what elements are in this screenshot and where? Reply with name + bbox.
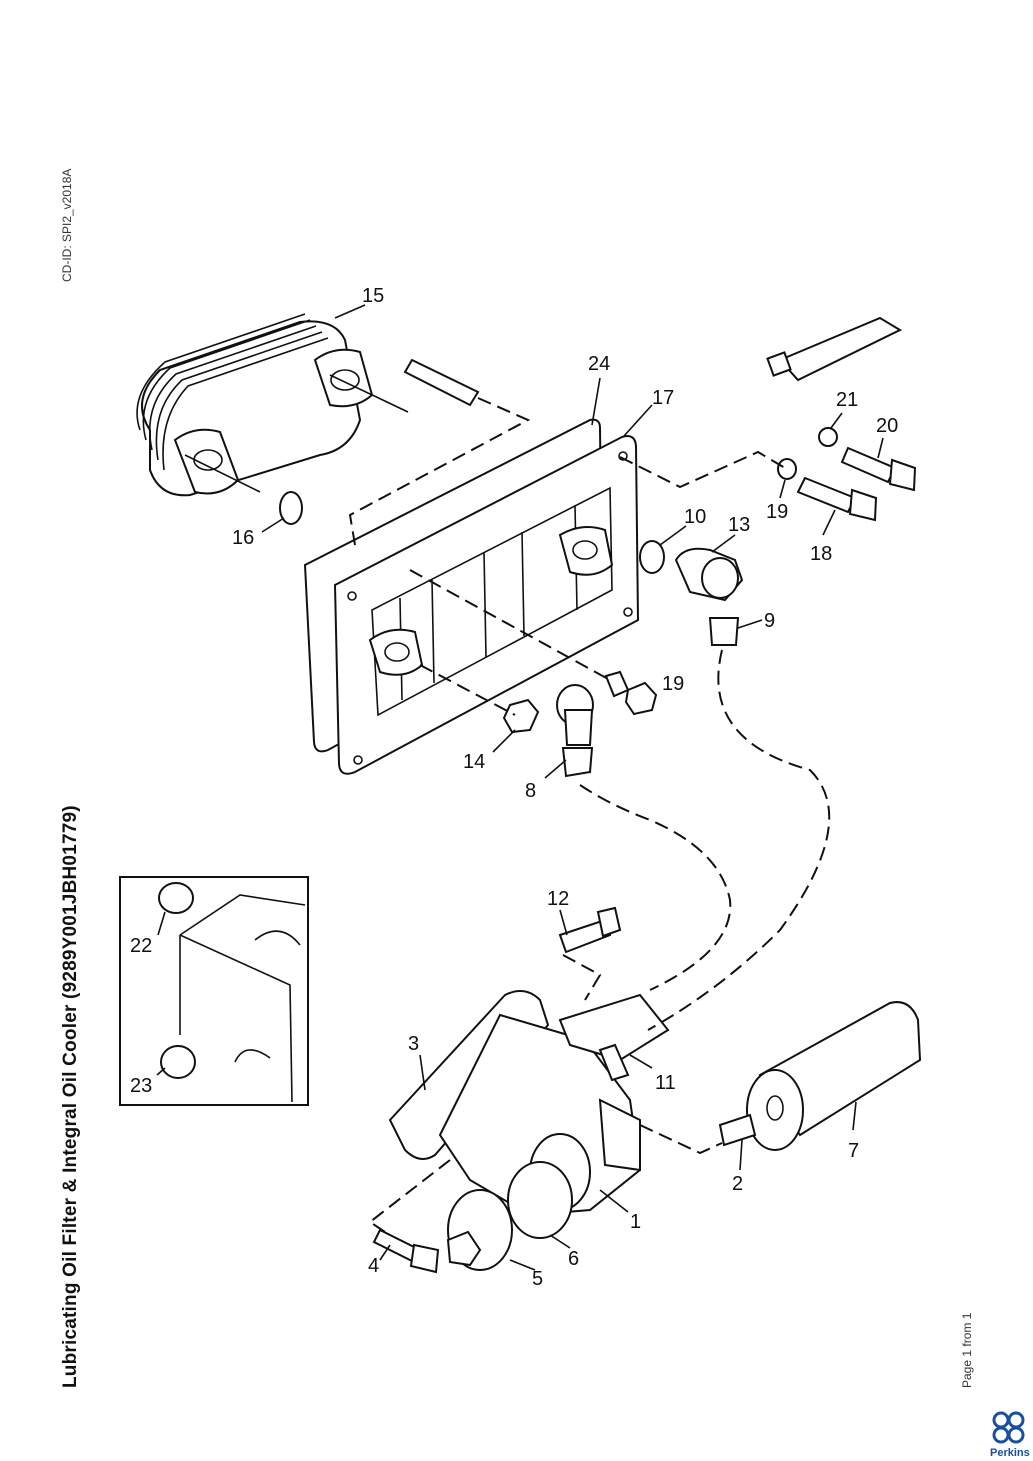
callout-16: 16: [232, 527, 254, 549]
valve-cap: [446, 1230, 482, 1267]
seal-10: [639, 540, 665, 574]
assembly-lines: [348, 397, 831, 1233]
callout-10: 10: [684, 506, 706, 528]
callout-19b: 19: [662, 673, 684, 695]
nut-14: [502, 698, 540, 734]
adaptor-11: [558, 993, 670, 1082]
callout-21: 21: [836, 389, 858, 411]
callout-1: 1: [630, 1211, 641, 1233]
callout-9: 9: [764, 610, 775, 632]
callout-8: 8: [525, 780, 536, 802]
inset-box: [119, 876, 309, 1106]
bolt-20: [840, 446, 917, 492]
callout-4: 4: [368, 1255, 379, 1277]
elbow-8: [556, 684, 594, 778]
callout-19a: 19: [766, 501, 788, 523]
callout-23: 23: [130, 1075, 152, 1097]
callout-14: 14: [463, 751, 485, 773]
washer-19: [777, 458, 797, 480]
sealant-tube: [766, 316, 903, 382]
callout-22: 22: [130, 935, 152, 957]
stud: [403, 358, 480, 407]
callout-3: 3: [408, 1033, 419, 1055]
connector: [604, 670, 630, 698]
bolt-4: [372, 1228, 440, 1274]
callout-15: 15: [362, 285, 384, 307]
nut-19: [624, 681, 658, 716]
oil-filter-canister-7: [746, 1001, 922, 1151]
callout-7: 7: [848, 1140, 859, 1162]
callout-24: 24: [588, 353, 610, 375]
filter-adapter-2: [718, 1113, 757, 1147]
bolt-18: [796, 476, 878, 522]
logo-text: Perkins: [990, 1447, 1030, 1459]
cooler-cover-plate-17: [333, 435, 640, 775]
callout-18: 18: [810, 543, 832, 565]
o-ring-16: [279, 491, 303, 525]
washer-21: [818, 427, 838, 447]
callout-20: 20: [876, 415, 898, 437]
callout-17: 17: [652, 387, 674, 409]
perkins-logo: Perkins: [990, 1411, 1030, 1459]
leader-lines: [156, 304, 884, 1271]
callout-5: 5: [532, 1268, 543, 1290]
callout-2: 2: [732, 1173, 743, 1195]
callout-11: 11: [655, 1072, 676, 1094]
bolt-12: [558, 906, 622, 954]
callout-labels: 15 16 24 17 21 20 19 18 10 13 9 19 14 8 …: [130, 285, 898, 1290]
spring-6: [507, 1161, 573, 1239]
callout-13: 13: [728, 514, 750, 536]
elbow-13: [674, 547, 744, 646]
callout-6: 6: [568, 1248, 579, 1270]
callout-12: 12: [547, 888, 569, 910]
oil-cooler-element: [136, 313, 409, 497]
